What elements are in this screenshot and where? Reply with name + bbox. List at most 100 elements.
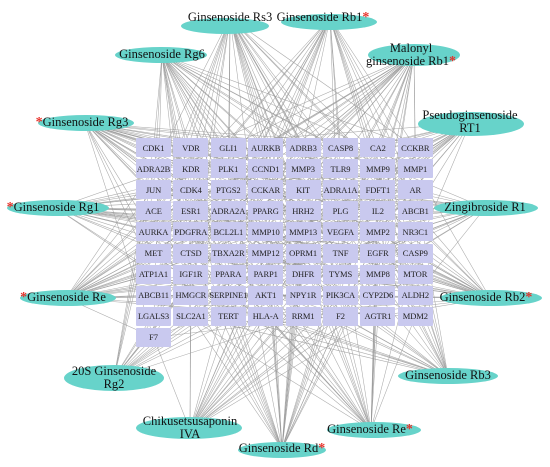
target-node-aurkb: AURKB — [248, 138, 284, 157]
compound-label-line: Ginsenoside Rb2 — [439, 290, 526, 304]
target-node-akt1: AKT1 — [248, 285, 284, 305]
target-node-bcl2l1: BCL2L1 — [210, 222, 246, 242]
target-node-jun: JUN — [136, 180, 171, 200]
compound-label-rg1: *Ginsenoside Rg1 — [6, 200, 100, 215]
compound-node-rb1 — [281, 14, 377, 30]
target-node-parp1: PARP1 — [248, 264, 284, 284]
edge-rb1-adrb3 — [302, 17, 331, 148]
edge-rd-ctsd — [190, 252, 283, 450]
compound-node-rb2 — [440, 290, 542, 306]
compound-node-mal — [368, 44, 460, 66]
target-node-hrh2: HRH2 — [285, 201, 321, 221]
target-node-atp1a1: ATP1A1 — [136, 264, 171, 284]
target-node-mmp8: MMP8 — [360, 264, 396, 284]
compound-label-line: Ginsenoside Re — [27, 290, 106, 304]
target-node-vegfa: VEGFA — [323, 222, 358, 242]
edge-rg3-cckbr — [84, 122, 416, 148]
target-node-agtr1: AGTR1 — [360, 306, 396, 326]
target-node-mmp1: MMP1 — [397, 159, 433, 179]
significance-star-icon: * — [6, 200, 14, 215]
significance-star-icon: * — [362, 10, 370, 25]
compound-node-re_r — [327, 422, 421, 438]
compound-label-line: Chikusetsusaponin — [142, 414, 238, 428]
target-node-mmp10: MMP10 — [248, 222, 284, 242]
edge-chiku-kit — [189, 189, 304, 431]
compound-label-line: Ginsenoside Re — [327, 422, 406, 436]
target-node-abcb1: ABCB1 — [397, 201, 433, 221]
edge-chiku-f2 — [189, 316, 341, 431]
compound-label-line: Ginsenoside Rg6 — [119, 47, 205, 61]
target-node-mmp13: MMP13 — [285, 222, 321, 242]
compound-node-rg6 — [115, 47, 207, 63]
target-node-pik3ca: PIK3CA — [323, 285, 358, 305]
edge-chiku-oprm1 — [189, 252, 304, 431]
target-node-f2: F2 — [323, 306, 358, 326]
edge-rb2-mmp13 — [303, 231, 491, 299]
edge-rd-oprm1 — [281, 252, 304, 450]
edge-rb1-abcb1 — [329, 17, 416, 211]
edge-chiku-f7 — [153, 337, 191, 431]
edge-mal-ca2 — [377, 54, 415, 148]
edge-rg2-jun — [113, 189, 154, 379]
compound-label-line: 20S Ginsenoside — [71, 364, 157, 378]
target-node-adra2b: ADRA2B — [136, 159, 171, 179]
edge-chiku-npy1r — [189, 295, 304, 431]
compound-node-rd — [238, 442, 326, 458]
target-node-ppara: PPARA — [210, 264, 246, 284]
edge-rb3-slc2a1 — [190, 316, 449, 377]
target-node-npy1r: NPY1R — [285, 285, 321, 305]
target-node-slc2a1: SLC2A1 — [173, 306, 209, 326]
target-node-hmgcr: HMGCR — [173, 285, 209, 305]
edge-rb2-adra2b — [153, 168, 491, 299]
compound-label-rg3: *Ginsenoside Rg3 — [35, 115, 129, 130]
target-node-plg: PLG — [323, 201, 358, 221]
target-node-mmp12: MMP12 — [248, 243, 284, 263]
edge-rg6-cdk1 — [153, 54, 163, 148]
compound-label-line: Ginsenoside Rg3 — [42, 115, 129, 129]
target-node-mmp2: MMP2 — [360, 222, 396, 242]
target-node-lgals3: LGALS3 — [136, 306, 171, 326]
edge-rb3-f2 — [340, 316, 449, 377]
target-node-adra2a: ADRA2A — [210, 201, 246, 221]
edge-rb3-tert — [228, 316, 449, 377]
target-node-egfr: EGFR — [360, 243, 396, 263]
edge-re_r-mdm2 — [370, 316, 416, 431]
target-node-ar: AR — [397, 180, 433, 200]
target-node-igf1r: IGF1R — [173, 264, 209, 284]
target-node-tbxa2r: TBXA2R — [210, 243, 246, 263]
compound-label-line: Ginsenoside Rs3 — [187, 10, 273, 24]
edge-re_r-agtr1 — [370, 316, 379, 431]
edge-rb2-met — [153, 252, 491, 299]
edge-re_r-hla-a — [265, 316, 372, 431]
target-node-mmp9: MMP9 — [360, 159, 396, 179]
target-node-adrb3: ADRB3 — [285, 138, 321, 157]
target-node-abcb11: ABCB11 — [136, 285, 171, 305]
target-node-pdgfra: PDGFRA — [173, 222, 209, 242]
target-node-tyms: TYMS — [323, 264, 358, 284]
edge-rd-tnf — [281, 252, 341, 450]
target-node-casp8: CASP8 — [323, 138, 358, 157]
target-node-fdft1: FDFT1 — [360, 180, 396, 200]
target-node-rrm1: RRM1 — [285, 306, 321, 326]
compound-label-rb1: Ginsenoside Rb1* — [277, 10, 370, 25]
target-node-tert: TERT — [210, 306, 246, 326]
compound-node-zing — [434, 200, 538, 216]
edge-rd-egfr — [281, 252, 379, 450]
edge-chiku-slc2a1 — [189, 316, 192, 431]
significance-star-icon: * — [35, 115, 43, 130]
edge-re_l-esr1 — [65, 210, 192, 299]
edge-rs3-abcb1 — [229, 17, 416, 211]
target-node-casp9: CASP9 — [397, 243, 433, 263]
significance-star-icon: * — [20, 290, 28, 305]
target-node-plk1: PLK1 — [210, 159, 246, 179]
compound-label-rb3: Ginsenoside Rb3 — [405, 369, 491, 382]
edge-rb2-fdft1 — [377, 189, 491, 299]
compound-node-rg3 — [38, 115, 134, 131]
target-node-mmp3: MMP3 — [285, 159, 321, 179]
target-node-kdr: KDR — [173, 159, 209, 179]
target-node-nr3c1: NR3C1 — [397, 222, 433, 242]
